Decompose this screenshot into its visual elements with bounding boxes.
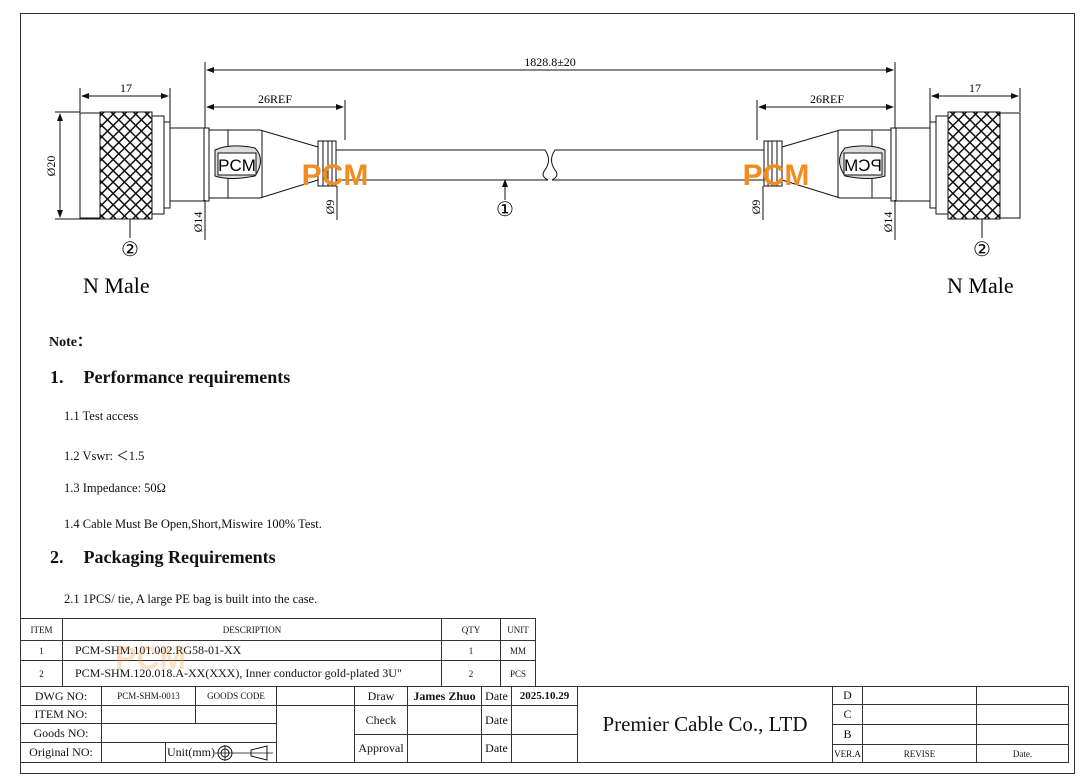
bom-header: ITEM: [20, 618, 63, 641]
right-boot-length-dim: 26REF: [810, 92, 844, 106]
notes-title: Note：: [49, 335, 91, 350]
first-angle-projection-icon: [215, 744, 273, 761]
revision-date: [976, 724, 1069, 745]
revision-date: [976, 686, 1069, 705]
dwg-no-value: PCM-SHM-0013: [101, 686, 196, 706]
note-item: 1.4 Cable Must Be Open,Short,Miswire 100…: [64, 517, 322, 531]
note-item: 1.3 Impedance: 50Ω: [64, 481, 166, 495]
right-nut-length-dim: 17: [969, 81, 981, 95]
watermark-logo-left: PCM: [302, 159, 369, 192]
svg-text:PCM: PCM: [844, 156, 882, 175]
check-label: Check: [354, 705, 408, 735]
left-body-diameter-dim: Ø14: [191, 212, 205, 233]
revision-desc: [862, 704, 977, 725]
draw-label: Draw: [354, 686, 408, 706]
bom-header: DESCRIPTION: [62, 618, 442, 641]
revision-desc: [862, 724, 977, 745]
check-date-label: Date: [481, 705, 512, 735]
revision-letter: B: [832, 724, 863, 745]
bom-cell: 2: [441, 660, 501, 687]
note-item: 2.1 1PCS/ tie, A large PE bag is built i…: [64, 592, 318, 606]
item-no-value: [101, 705, 196, 724]
goods-no-label: Goods NO:: [20, 723, 102, 743]
revision-letter: C: [832, 704, 863, 725]
item-no-extra: [195, 705, 277, 724]
bom-cell: MM: [500, 640, 536, 661]
right-body-diameter-dim: Ø14: [881, 212, 895, 233]
revision-date: [976, 704, 1069, 725]
dwg-no-label: DWG NO:: [20, 686, 102, 706]
revise-label: REVISE: [862, 744, 977, 763]
left-nut-diameter-dim: Ø20: [44, 156, 58, 177]
drawing-frame: [20, 13, 1075, 774]
watermark-logo-right: PCM: [743, 159, 810, 192]
company-name: Premier Cable Co., LTD: [577, 686, 833, 763]
bom-header: QTY: [441, 618, 501, 641]
revision-date-label: Date.: [976, 744, 1069, 763]
goods-code-value: [276, 686, 355, 706]
left-boot-length-dim: 26REF: [258, 92, 292, 106]
bom-cell: PCS: [500, 660, 536, 687]
left-boot-logo: PCM: [218, 156, 256, 175]
note-item: 1.2 Vswr: ＜1.5: [64, 449, 145, 463]
left-nut-length-dim: 17: [120, 81, 132, 95]
check-name: [407, 705, 482, 735]
right-connector-label: N Male: [947, 273, 1014, 298]
left-connector-callout: ②: [121, 239, 139, 261]
draw-date-label: Date: [481, 686, 512, 706]
revision-letter: D: [832, 686, 863, 705]
draw-date: 2025.10.29: [511, 686, 578, 706]
version-label: VER.A: [832, 744, 863, 763]
cable-callout: ①: [496, 199, 514, 221]
goods-no-value: [101, 723, 277, 743]
approval-name: [407, 734, 482, 763]
cable-assembly-drawing: 1828.8±20 PCM PCM 17 26REF Ø20 Ø14 Ø9 ① …: [44, 55, 1021, 298]
overall-length-dimension: 1828.8±20: [524, 55, 576, 69]
original-no-value: [101, 742, 166, 763]
approval-date-label: Date: [481, 734, 512, 763]
revision-desc: [862, 686, 977, 705]
approval-label: Approval: [354, 734, 408, 763]
unit-projection-cell: Unit(mm): [165, 742, 277, 763]
right-n-male-connector: PCM: [551, 111, 1021, 220]
unit-label: Unit(mm): [167, 745, 215, 759]
check-date: [511, 705, 578, 735]
section-heading-performance: 1.Performance requirements: [50, 367, 291, 387]
bom-cell: 2: [20, 660, 63, 687]
watermark-logo-table: PCM: [115, 640, 187, 676]
approval-date: [511, 734, 578, 763]
bom-cell: 1: [20, 640, 63, 661]
left-cable-diameter-dim: Ø9: [323, 200, 337, 215]
draw-name: James Zhuo: [407, 686, 482, 706]
bom-header: UNIT: [500, 618, 536, 641]
bom-cell: 1: [441, 640, 501, 661]
note-item: 1.1 Test access: [64, 409, 139, 423]
original-no-label: Original NO:: [20, 742, 102, 763]
right-connector-callout: ②: [973, 239, 991, 261]
blank-merged-cell: [276, 705, 355, 763]
right-cable-diameter-dim: Ø9: [749, 200, 763, 215]
goods-code-label: GOODS CODE: [195, 686, 277, 706]
section-heading-packaging: 2.Packaging Requirements: [50, 547, 276, 567]
left-connector-label: N Male: [83, 273, 150, 298]
item-no-label: ITEM NO:: [20, 705, 102, 724]
